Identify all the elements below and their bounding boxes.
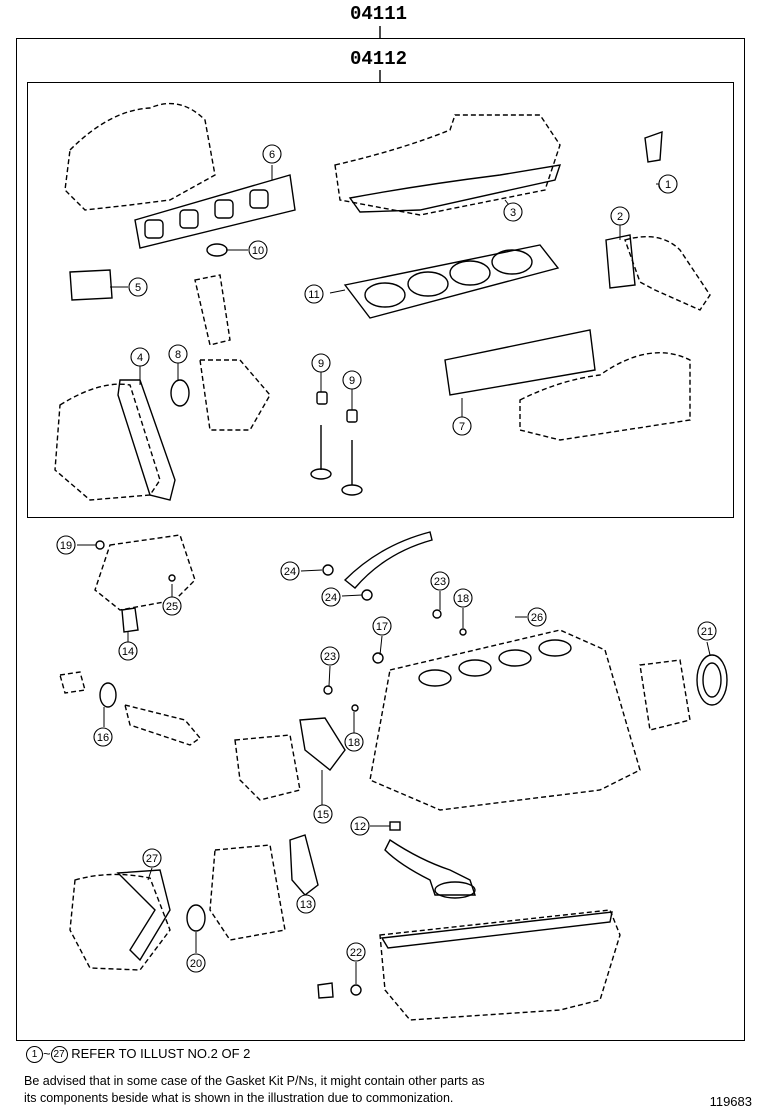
inner-kit-number: 04112 (350, 48, 408, 70)
timing-cover (54, 383, 161, 501)
callout-label: 4 (137, 352, 143, 364)
callout-label: 5 (135, 282, 141, 294)
gasket-2 (605, 234, 636, 289)
callout-label: 14 (122, 646, 134, 658)
callout-label: 9 (318, 358, 324, 370)
callout-5: 5 (128, 277, 148, 297)
callout-9: 9 (311, 353, 331, 373)
callout-23: 23 (430, 571, 450, 591)
callout-label: 24 (284, 566, 296, 578)
callout-label: 20 (190, 958, 202, 970)
callout-21: 21 (697, 621, 717, 641)
callout-18: 18 (453, 588, 473, 608)
callout-22: 22 (346, 942, 366, 962)
reference-text: REFER TO ILLUST NO.2 OF 2 (71, 1046, 251, 1061)
callout-7: 7 (452, 416, 472, 436)
callout-20: 20 (186, 953, 206, 973)
callout-17: 17 (372, 616, 392, 636)
callout-14: 14 (118, 641, 138, 661)
ref-to-callout: 27 (50, 1046, 68, 1064)
outer-kit-number: 04111 (350, 3, 408, 25)
callout-label: 3 (510, 207, 516, 219)
callout-label: 12 (354, 821, 366, 833)
callout-label: 9 (349, 375, 355, 387)
ref-from-callout: 1 (26, 1046, 43, 1064)
callout-label: 18 (348, 737, 360, 749)
callout-13: 13 (296, 894, 316, 914)
callout-label: 24 (325, 592, 337, 604)
callout-label: 8 (175, 349, 181, 361)
callout-3: 3 (503, 202, 523, 222)
callout-label: 25 (166, 601, 178, 613)
callout-16: 16 (93, 727, 113, 747)
gasket-13 (289, 834, 319, 896)
callout-label: 16 (97, 732, 109, 744)
cylinder-block (369, 629, 641, 811)
callout-27: 27 (142, 848, 162, 868)
callout-label: 19 (60, 540, 72, 552)
outer-kit-frame (16, 38, 745, 1041)
manifold-heat-shield (64, 102, 216, 211)
callout-24: 24 (321, 587, 341, 607)
callout-10: 10 (248, 240, 268, 260)
callout-label: 23 (324, 651, 336, 663)
callout-12: 12 (350, 816, 370, 836)
gasket-15 (299, 717, 346, 771)
callout-label: 1 (665, 179, 671, 191)
oil-pan (379, 909, 621, 1021)
callout-15: 15 (313, 804, 333, 824)
callout-label: 13 (300, 899, 312, 911)
callout-6: 6 (262, 144, 282, 164)
callout-label: 11 (308, 289, 319, 301)
head-cover-outline (334, 114, 561, 216)
inner-kit-frame (27, 82, 734, 518)
callout-2: 2 (610, 206, 630, 226)
callout-label: 15 (317, 809, 329, 821)
callout-1: 1 (658, 174, 678, 194)
callout-label: 18 (457, 593, 469, 605)
callout-11: 11 (304, 284, 324, 304)
callout-18: 18 (344, 732, 364, 752)
gasket-3 (348, 164, 562, 213)
callout-label: 7 (459, 421, 465, 433)
advisory-note: Be advised that in some case of the Gask… (24, 1073, 485, 1107)
callout-9: 9 (342, 370, 362, 390)
callout-23: 23 (320, 646, 340, 666)
gasket-11 (343, 244, 560, 319)
callout-label: 2 (617, 211, 623, 223)
callout-4: 4 (130, 347, 150, 367)
callout-26: 26 (527, 607, 547, 627)
timing-gasket-4 (117, 379, 176, 501)
gasket-6 (134, 174, 296, 249)
callout-19: 19 (56, 535, 76, 555)
gasket-7 (444, 329, 596, 396)
callout-label: 17 (376, 621, 388, 633)
callout-25: 25 (162, 596, 182, 616)
note-line-2: its components beside what is shown in t… (24, 1091, 454, 1105)
callout-label: 21 (701, 626, 713, 638)
callout-label: 23 (434, 576, 446, 588)
callout-label: 22 (350, 947, 362, 959)
callout-label: 27 (146, 853, 158, 865)
reference-line: 1~27 REFER TO ILLUST NO.2 OF 2 (26, 1046, 251, 1064)
illustration-id: 119683 (709, 1094, 752, 1109)
callout-label: 6 (269, 149, 275, 161)
callout-label: 10 (252, 245, 264, 257)
note-line-1: Be advised that in some case of the Gask… (24, 1074, 485, 1088)
callout-label: 26 (531, 612, 543, 624)
callout-24: 24 (280, 561, 300, 581)
callout-8: 8 (168, 344, 188, 364)
